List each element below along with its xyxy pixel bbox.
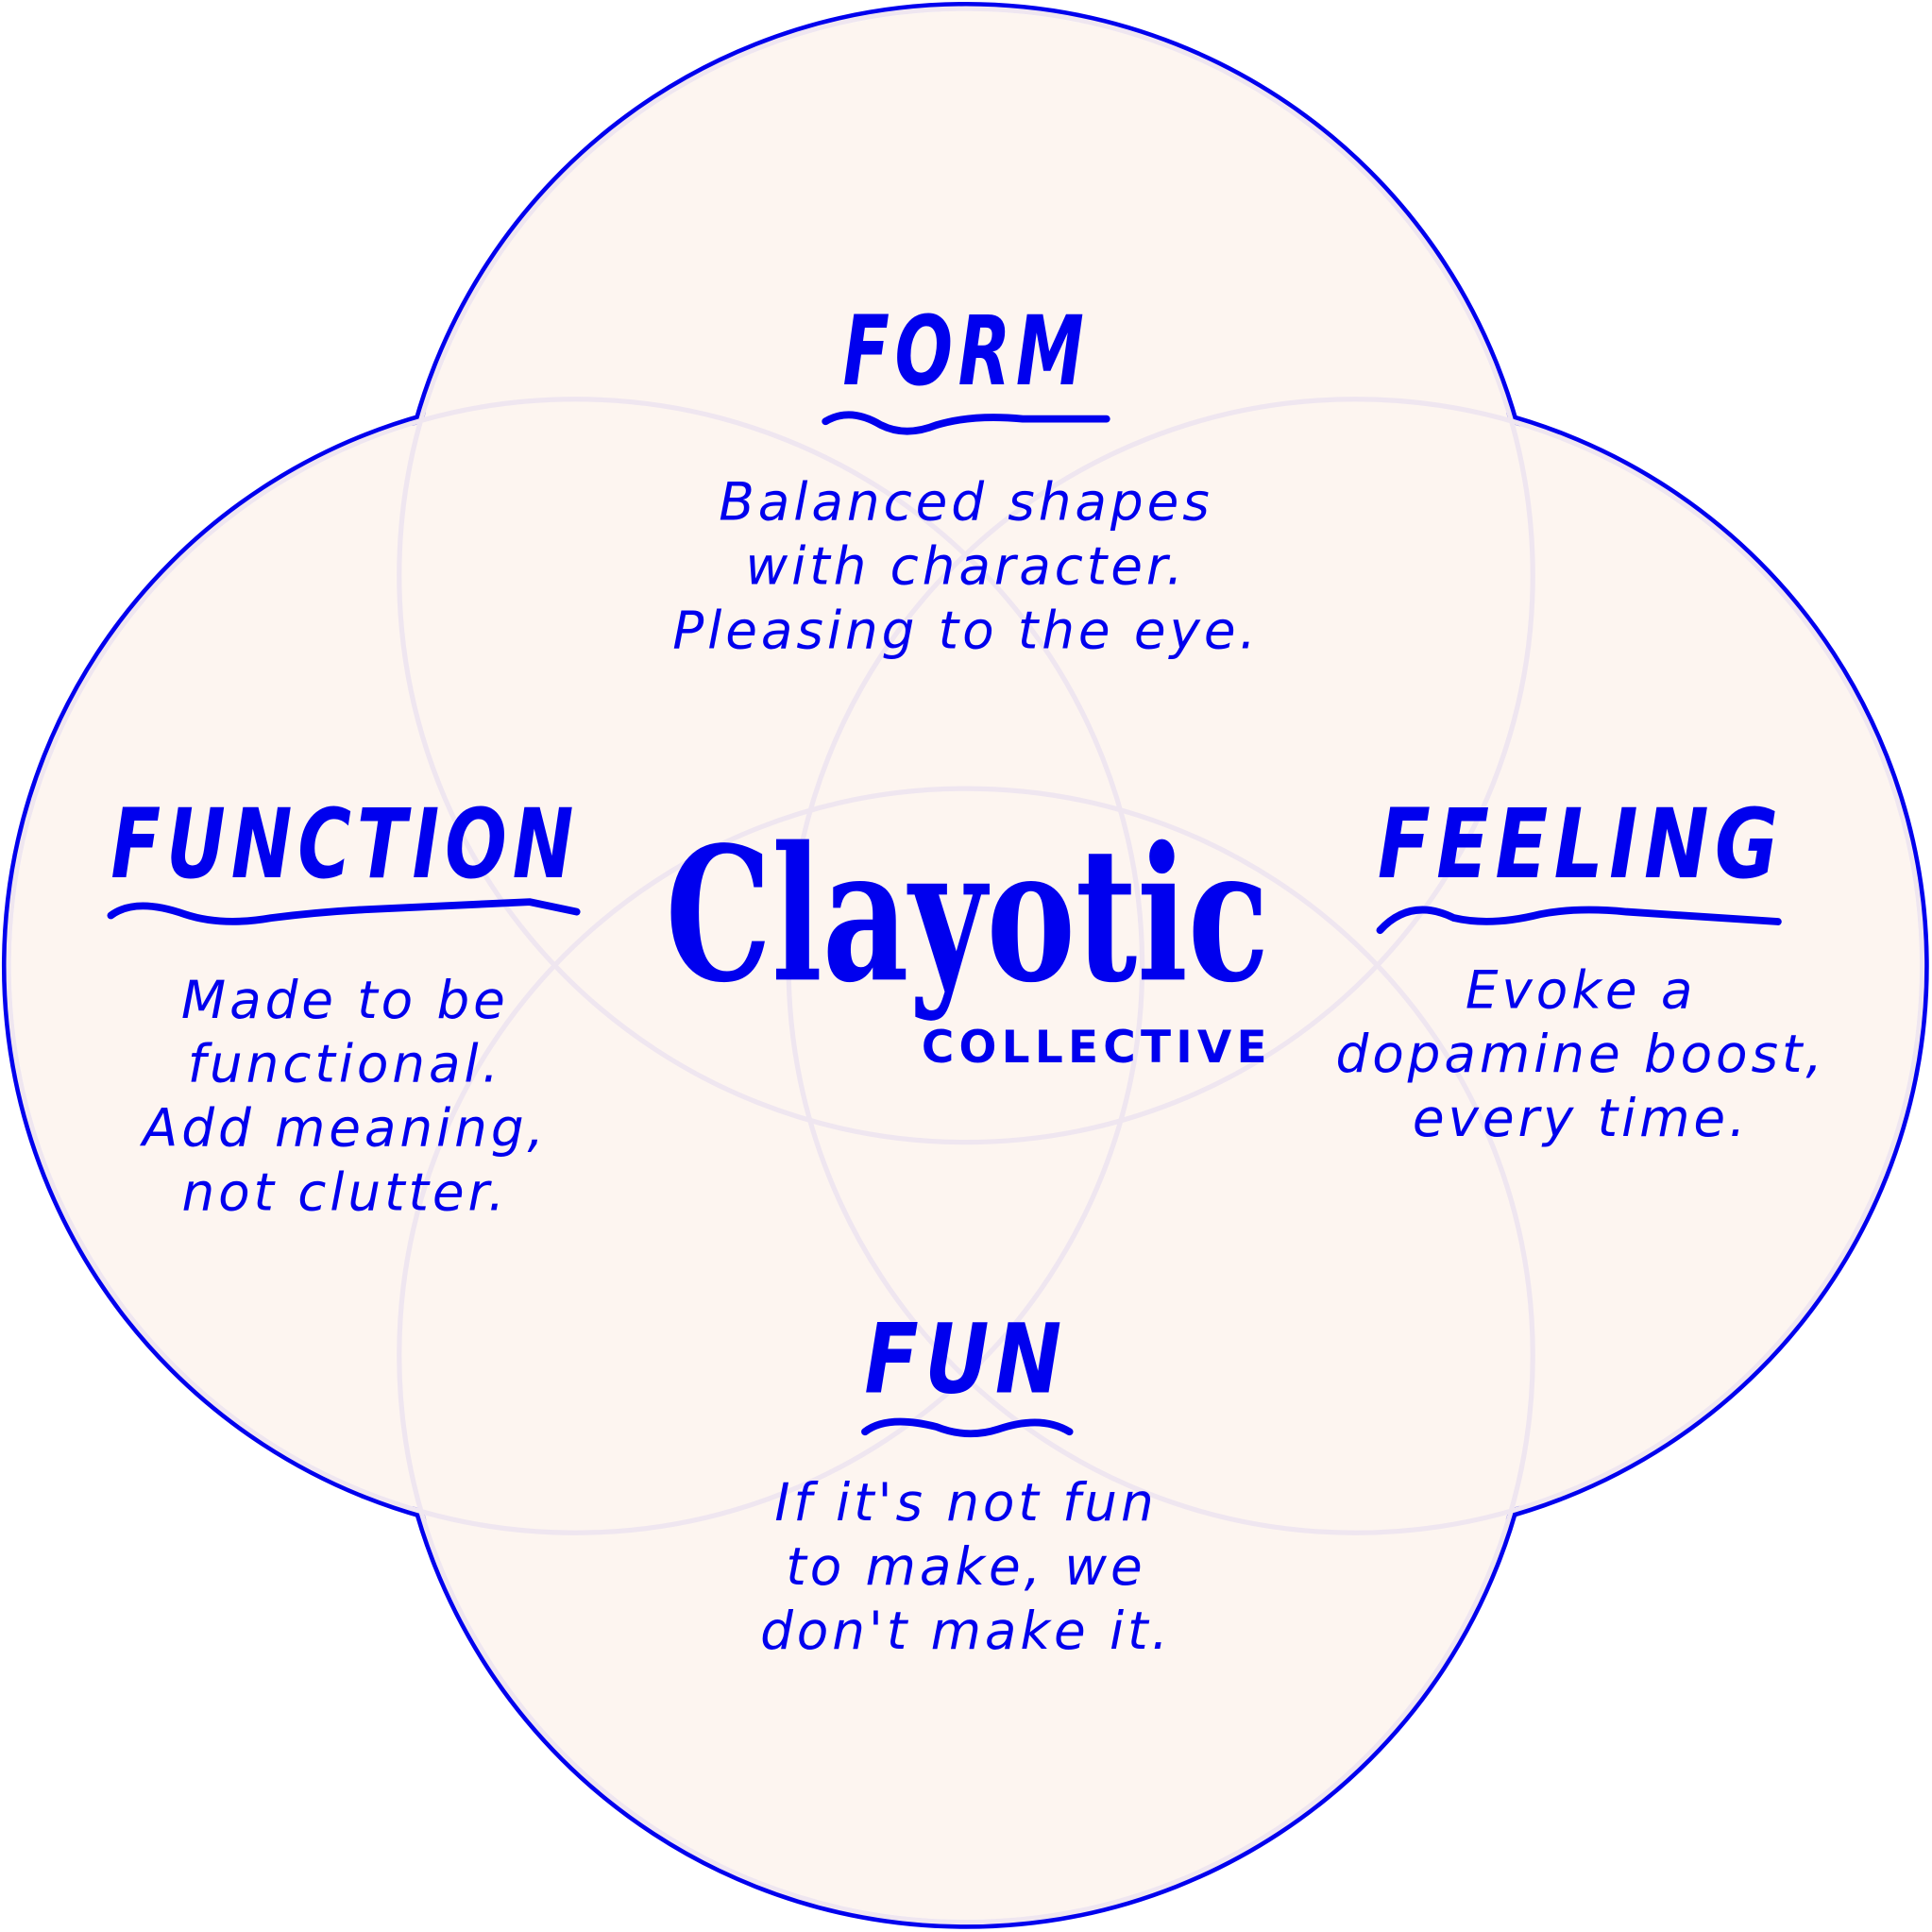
logo-subtitle: COLLECTIVE	[922, 1022, 1272, 1074]
inner-lines	[6, 6, 1925, 1925]
section-feeling: FEELING Evoke a dopamine boost, every ti…	[1336, 789, 1826, 1148]
feeling-underline	[1376, 906, 1782, 935]
feeling-line-3: every time.	[1413, 1088, 1750, 1148]
form-underline	[822, 411, 1110, 435]
fun-title: FUN	[864, 1304, 1067, 1415]
logo-wordmark: Clayotic	[666, 806, 1269, 1024]
logo: Clayotic COLLECTIVE	[666, 806, 1272, 1074]
feeling-title: FEELING	[1378, 789, 1785, 901]
form-line-3: Pleasing to the eye.	[672, 600, 1260, 660]
fun-line-2: to make, we	[786, 1536, 1145, 1597]
feeling-line-2: dopamine boost,	[1336, 1024, 1826, 1084]
form-title: FORM	[843, 297, 1090, 408]
section-fun: FUN If it's not fun to make, we don't ma…	[760, 1304, 1172, 1661]
function-underline	[107, 898, 581, 925]
feeling-line-1: Evoke a	[1466, 959, 1696, 1020]
form-line-1: Balanced shapes	[719, 472, 1212, 533]
circle-function-fill	[10, 401, 1140, 1531]
function-line-4: not clutter.	[181, 1161, 508, 1222]
form-line-2: with character.	[745, 535, 1186, 596]
fun-line-3: don't make it.	[760, 1601, 1172, 1661]
circle-function-inner	[6, 397, 1145, 1535]
circle-feeling-fill	[790, 401, 1920, 1531]
circle-fills	[10, 10, 1920, 1920]
section-form: FORM Balanced shapes with character. Ple…	[672, 297, 1260, 660]
fun-line-1: If it's not fun	[774, 1472, 1157, 1533]
function-line-2: functional.	[188, 1034, 502, 1094]
circle-form-inner	[397, 6, 1535, 1145]
circle-fun-inner	[397, 786, 1535, 1925]
function-line-1: Made to be	[181, 970, 509, 1030]
section-function: FUNCTION Made to be functional. Add mean…	[107, 789, 581, 1222]
circle-feeling-inner	[786, 397, 1925, 1535]
fun-underline	[861, 1417, 1074, 1438]
function-title: FUNCTION	[110, 789, 579, 901]
function-line-3: Add meaning,	[140, 1098, 548, 1159]
